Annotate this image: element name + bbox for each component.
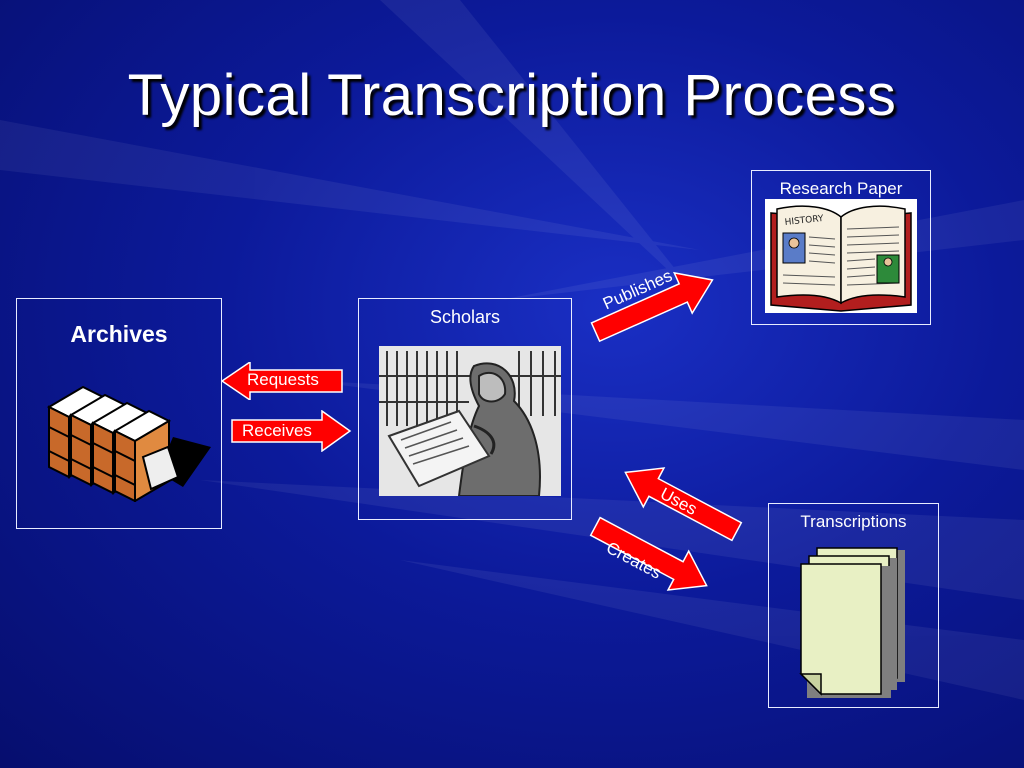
transcriptions-label: Transcriptions xyxy=(800,512,907,531)
books-icon xyxy=(46,385,211,502)
history-book-icon: HISTORY xyxy=(765,199,917,313)
receives-arrow[interactable] xyxy=(230,410,352,452)
document-stack-icon xyxy=(799,547,905,698)
svg-text:HISTORY: HISTORY xyxy=(784,214,824,228)
uses-arrow[interactable] xyxy=(616,462,746,542)
archives-label: Archives xyxy=(70,321,168,347)
research-paper-label: Research Paper xyxy=(779,179,903,198)
research-paper-node[interactable]: Research Paper HISTORY xyxy=(751,170,931,325)
creates-arrow[interactable] xyxy=(586,516,716,596)
archives-node[interactable]: Archives xyxy=(16,298,222,529)
scholars-node[interactable]: Scholars xyxy=(358,298,572,520)
scholar-engraving-icon xyxy=(379,346,561,496)
receives-label: Receives xyxy=(242,421,312,440)
requests-arrow[interactable] xyxy=(222,362,344,400)
transcriptions-node[interactable]: Transcriptions xyxy=(768,503,939,708)
slide-title: Typical Transcription Process xyxy=(127,63,897,128)
requests-label: Requests xyxy=(247,370,319,389)
publishes-arrow[interactable] xyxy=(586,266,722,346)
scholars-label: Scholars xyxy=(429,307,501,327)
